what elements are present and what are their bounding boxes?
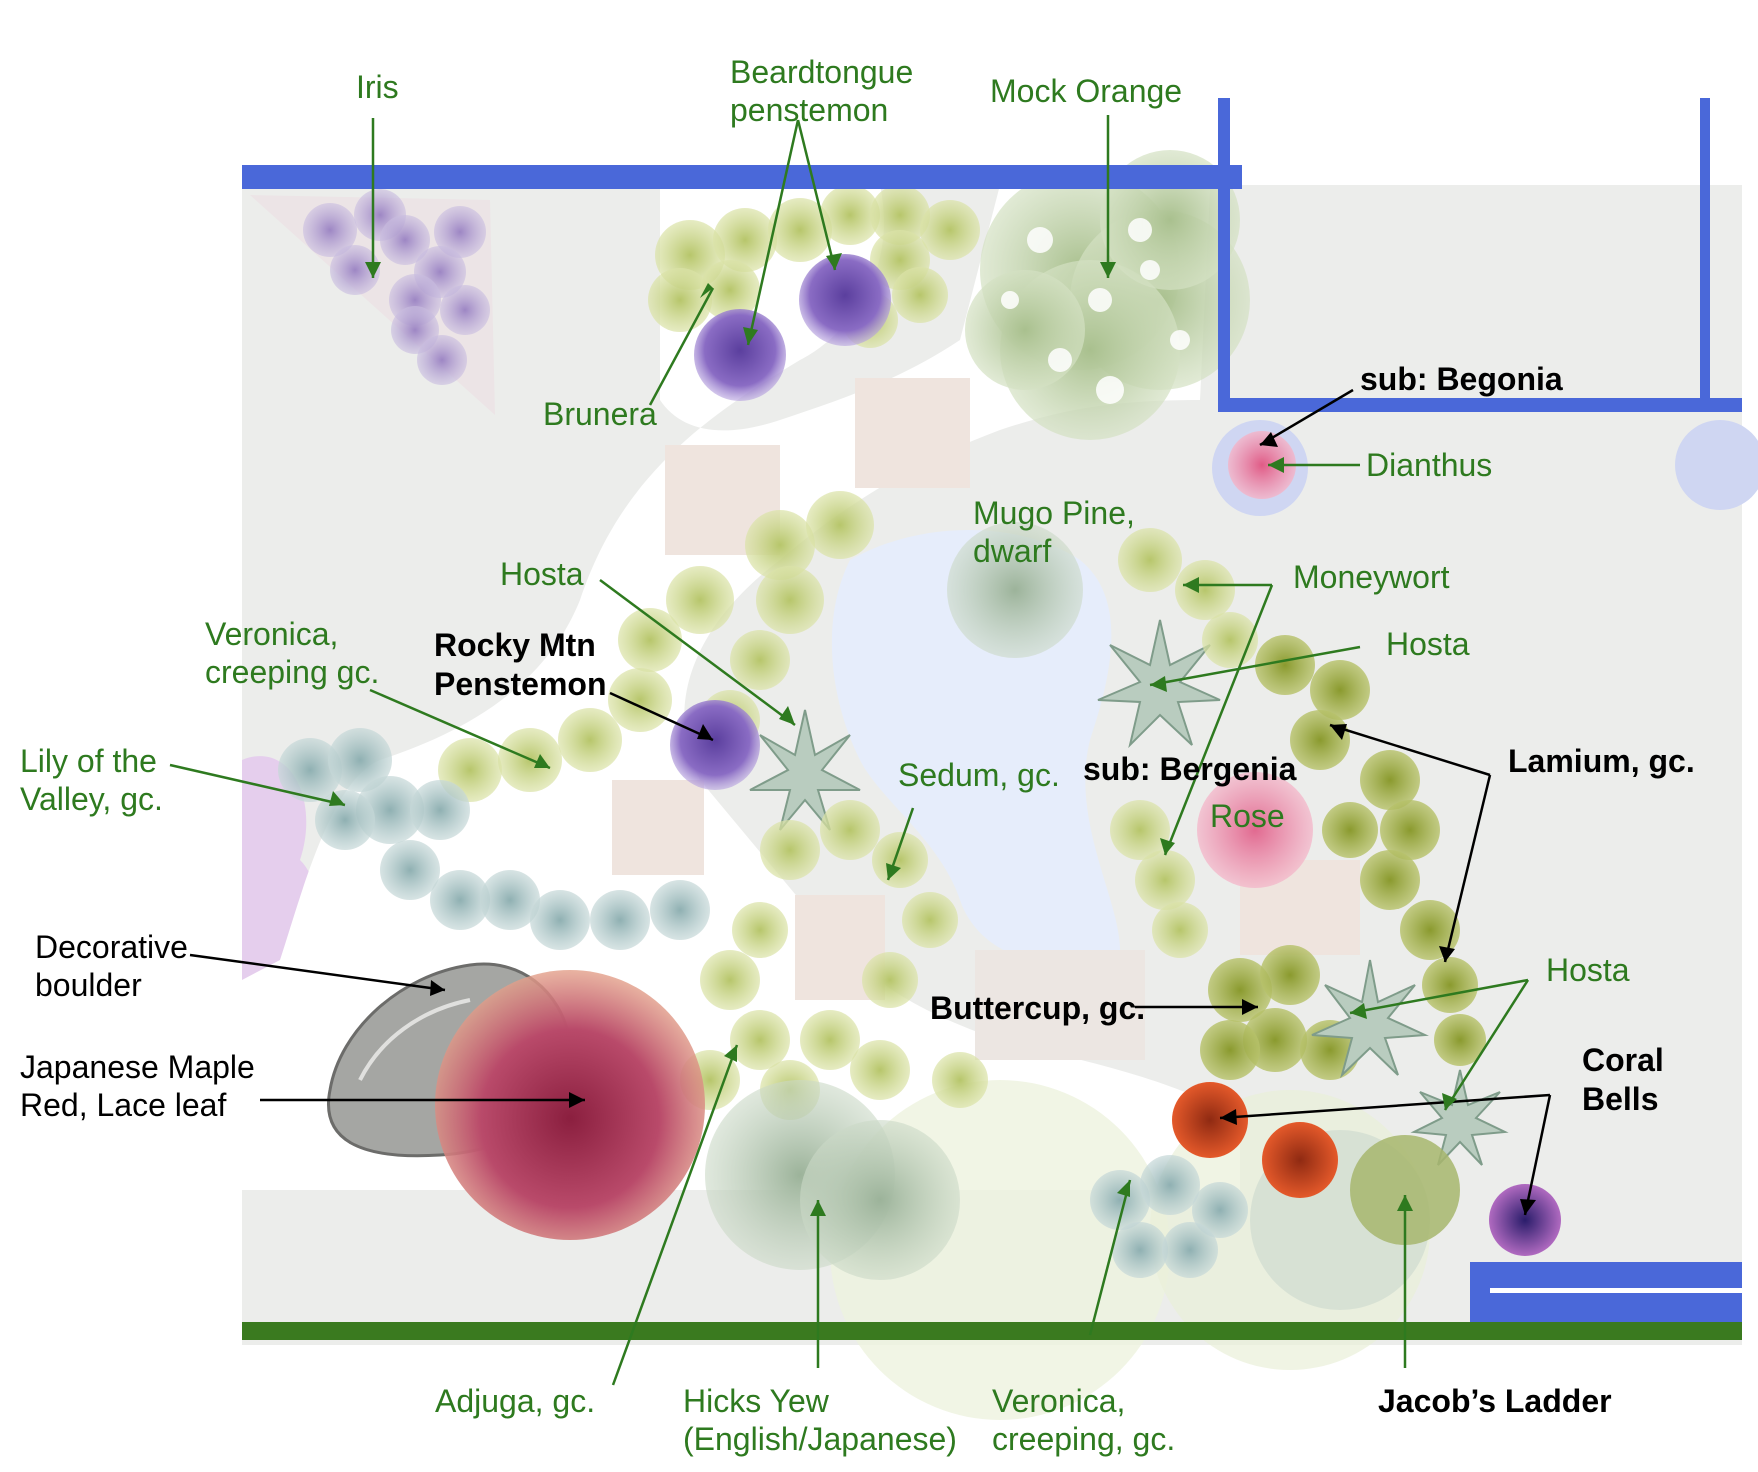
label-mock-orange: Mock Orange (990, 73, 1183, 109)
label-beardtongue-line1: Beardtongue (730, 54, 914, 90)
label-sub-begonia: sub: Begonia (1360, 361, 1563, 397)
label-coral-bells-line1: Coral (1582, 1042, 1664, 1078)
wall (1218, 98, 1230, 410)
label-boulder-line1: Decorative (35, 929, 188, 965)
label-maple-line1: Japanese Maple (20, 1049, 255, 1085)
label-jacobs-ladder: Jacob’s Ladder (1378, 1383, 1612, 1419)
label-beardtongue-line2: penstemon (730, 92, 889, 128)
label-hicks-line1: Hicks Yew (683, 1383, 829, 1419)
lamium (1255, 635, 1486, 1066)
hosta-star-lower (1311, 959, 1509, 1166)
walkway (242, 185, 1240, 1190)
label-rocky-mtn-line1: Rocky Mtn (434, 627, 596, 663)
mugo-pine (947, 522, 1083, 658)
rocky-mtn-penstemon (670, 700, 760, 790)
label-veronica-line2: creeping gc. (205, 654, 380, 690)
label-lamium: Lamium, gc. (1508, 743, 1695, 779)
hosta-groundcover (438, 491, 874, 802)
label-adjuga: Adjuga, gc. (435, 1383, 596, 1419)
label-brunera: Brunera (543, 396, 657, 432)
label-boulder-line2: boulder (35, 967, 142, 1003)
coral-bells-purple (1489, 1184, 1561, 1256)
label-iris: Iris (356, 69, 399, 105)
fence (242, 1322, 1742, 1340)
paver-stone (975, 950, 1145, 1060)
rose (1197, 772, 1313, 888)
dianthus-circle-2 (1675, 420, 1758, 510)
hicks-yew (705, 1080, 960, 1280)
label-lily-line2: Valley, gc. (20, 781, 163, 817)
label-sedum: Sedum, gc. (898, 757, 1060, 793)
label-hosta-lower: Hosta (1546, 952, 1630, 988)
boulder-highlight (358, 998, 471, 1081)
dianthus (1228, 431, 1296, 499)
arrow-heads (329, 253, 1536, 1216)
coral-bells (1172, 1082, 1248, 1158)
wall (1218, 398, 1742, 412)
mock-orange-blossoms (1001, 218, 1190, 404)
coral-bells (1262, 1122, 1338, 1198)
label-dianthus: Dianthus (1366, 447, 1493, 483)
wall (1700, 98, 1710, 410)
paver-stone (855, 378, 970, 488)
right-gravel (1240, 410, 1742, 1270)
pointer-arrows (169, 115, 1552, 1386)
beardtongue-penstemon (694, 309, 786, 401)
label-rocky-mtn-line2: Penstemon (434, 666, 607, 702)
label-maple-line2: Red, Lace leaf (20, 1087, 227, 1123)
label-mugo-line2: dwarf (973, 533, 1052, 569)
label-veronica-bottom-line2: creeping, gc. (992, 1421, 1176, 1457)
label-buttercup: Buttercup, gc. (930, 990, 1146, 1026)
iris-plants (303, 189, 490, 385)
wall (242, 165, 1242, 189)
veronica-bottom (1090, 1155, 1248, 1278)
jacobs-ladder (1350, 1135, 1460, 1245)
label-veronica-bottom-line1: Veronica, (992, 1383, 1126, 1419)
label-lily-line1: Lily of the (20, 743, 157, 779)
hosta-star-left (749, 709, 861, 831)
paver-stone (612, 780, 704, 875)
mock-orange (965, 150, 1250, 440)
sedum-groundcover (680, 800, 988, 1120)
label-coral-bells-line2: Bells (1582, 1081, 1659, 1117)
label-hosta-right: Hosta (1386, 626, 1470, 662)
label-rose: Rose (1210, 798, 1285, 834)
label-hosta-left: Hosta (500, 556, 584, 592)
label-veronica-line1: Veronica, (205, 616, 339, 652)
label-mugo-line1: Mugo Pine, (973, 495, 1135, 531)
lily-of-valley (278, 728, 710, 950)
moneywort (1110, 528, 1258, 958)
wall-inset (1490, 1288, 1742, 1293)
label-hicks-line2: (English/Japanese) (683, 1421, 957, 1457)
label-sub-bergenia: sub: Bergenia (1083, 751, 1297, 787)
beardtongue-penstemon (799, 254, 891, 346)
label-moneywort: Moneywort (1293, 559, 1450, 595)
